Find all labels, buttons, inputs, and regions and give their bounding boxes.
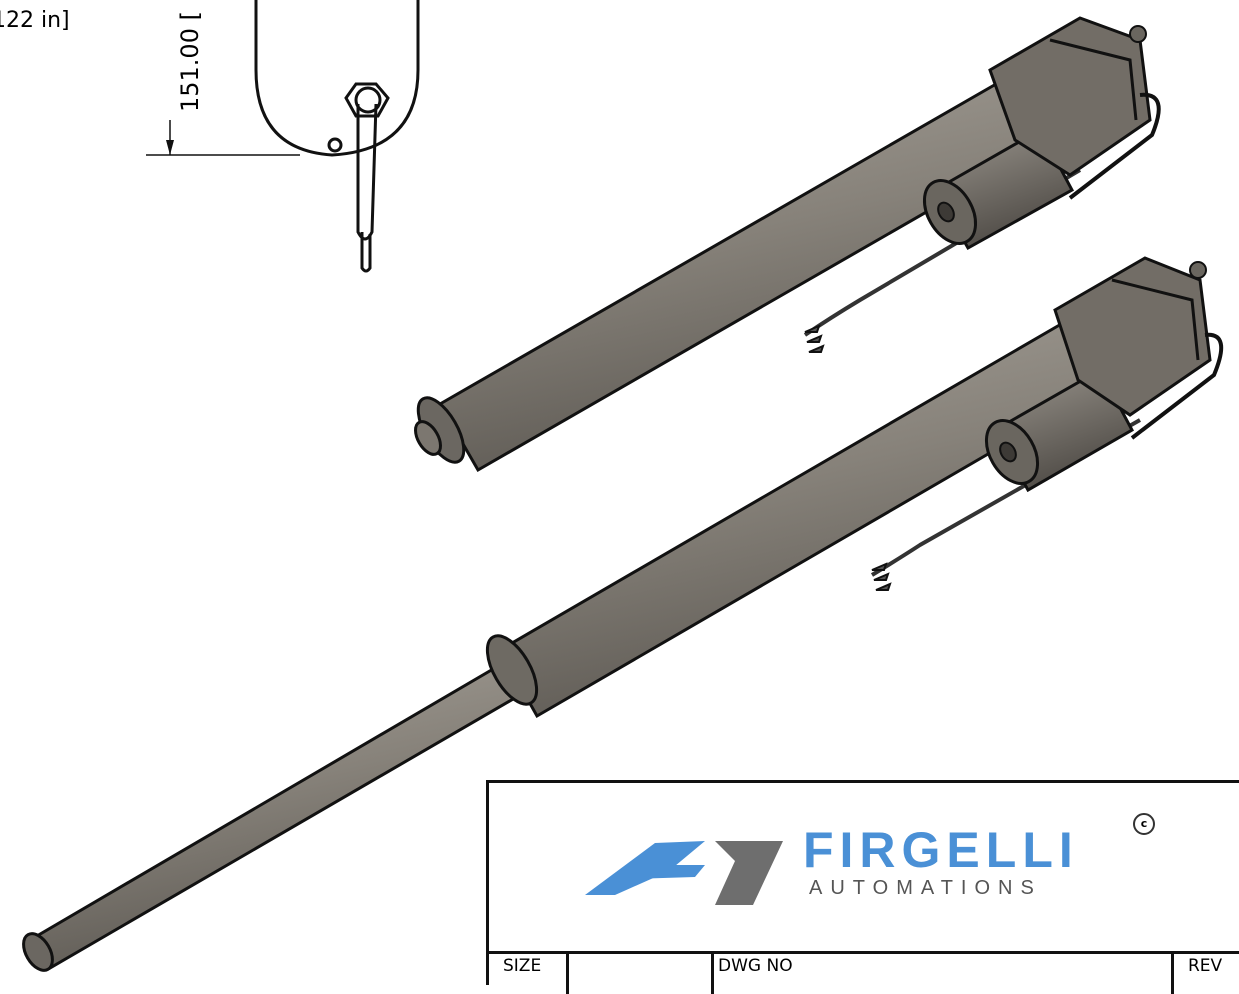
copyright-icon: c	[1133, 813, 1155, 835]
actuator-lower	[22, 256, 1224, 972]
dwg-no-label: DWG NO	[711, 954, 1171, 994]
dimension-label-vertical: 151.00 [	[176, 11, 204, 112]
dimension-line	[146, 120, 300, 156]
actuator-upper	[414, 16, 1161, 473]
title-block-footer-row: SIZE DWG NO REV	[489, 951, 1239, 994]
logo-mark-icon	[585, 841, 783, 905]
end-cap-detail	[254, 0, 420, 273]
logo-name: FIRGELLI	[803, 822, 1079, 878]
dimension-label-partial: 122 in]	[0, 8, 70, 33]
logo-subtitle: AUTOMATIONS	[809, 877, 1042, 899]
size-label: SIZE	[489, 954, 569, 994]
firgelli-logo: FIRGELLI AUTOMATIONS c	[585, 813, 1165, 913]
title-block: FIRGELLI AUTOMATIONS c SIZE DWG NO REV	[486, 780, 1239, 994]
rev-label: REV	[1171, 954, 1239, 994]
